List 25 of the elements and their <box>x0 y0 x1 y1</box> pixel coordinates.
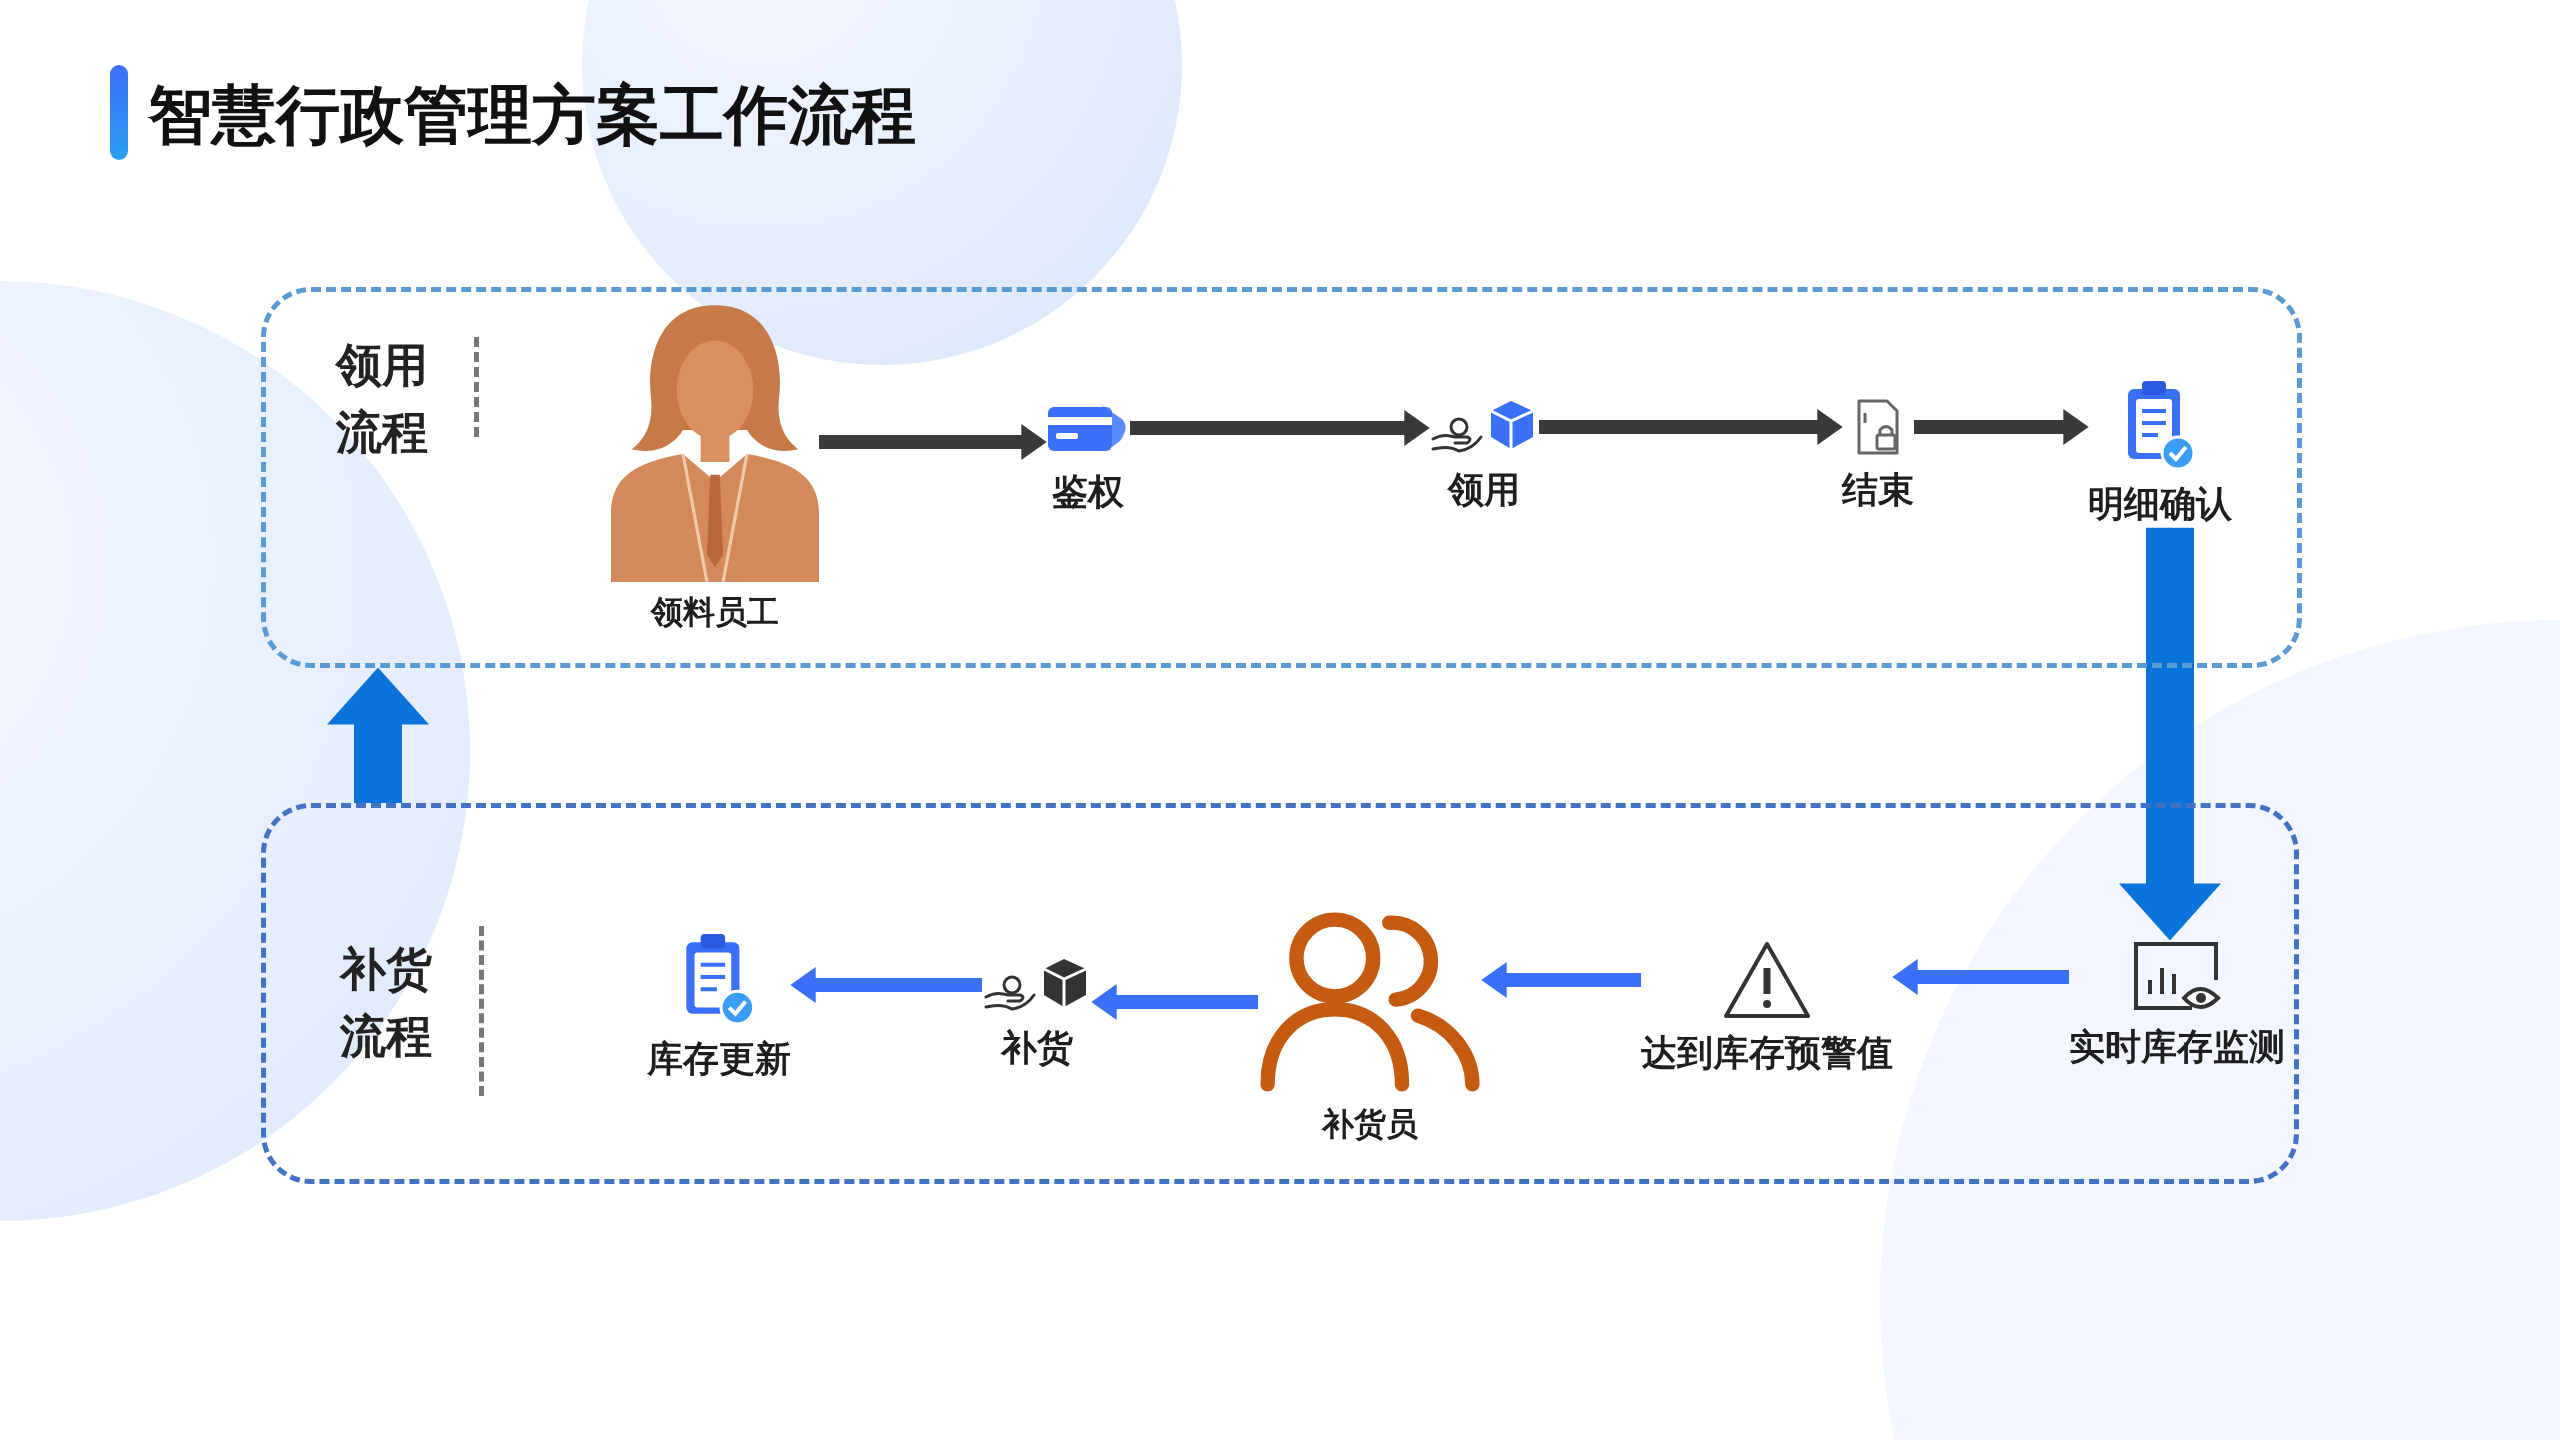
arrow <box>1892 959 2069 995</box>
process-band <box>261 803 2299 1184</box>
band-label: 领用流程 <box>336 337 429 461</box>
arrow <box>2119 527 2221 941</box>
step-label: 结束 <box>1842 468 1914 512</box>
arrow <box>819 424 1047 460</box>
process-band <box>261 287 2302 668</box>
step-label: 明细确认 <box>2088 482 2232 526</box>
arrow <box>327 667 429 803</box>
role-label: 补货员 <box>1322 1104 1418 1145</box>
arrow <box>790 967 982 1003</box>
step-label: 实时库存监测 <box>2069 1025 2285 1069</box>
step-label: 补货 <box>1001 1026 1073 1070</box>
step-label: 鉴权 <box>1052 470 1124 514</box>
arrow <box>1481 962 1641 998</box>
arrow <box>1130 410 1430 446</box>
role-label: 领料员工 <box>651 592 779 633</box>
arrow <box>1539 409 1843 445</box>
step-label: 库存更新 <box>647 1037 791 1081</box>
title: 智慧行政管理方案工作流程 <box>148 77 916 154</box>
step-label: 达到库存预警值 <box>1641 1031 1893 1075</box>
step-label: 领用 <box>1448 468 1520 512</box>
band-label: 补货流程 <box>340 941 433 1065</box>
arrow <box>1914 409 2089 445</box>
arrow <box>1091 984 1258 1020</box>
